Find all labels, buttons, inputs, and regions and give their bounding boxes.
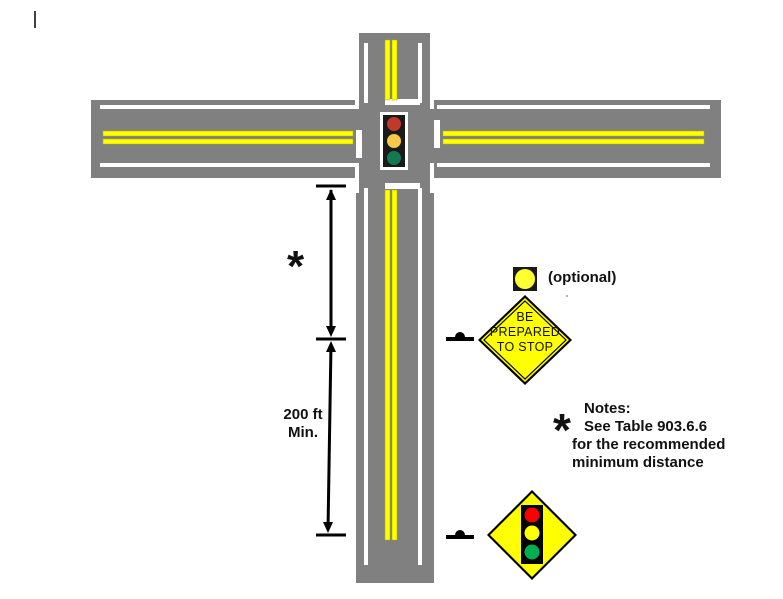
stray-dot — [566, 295, 568, 297]
sign-line-2: PREPARED — [489, 325, 561, 339]
text-cursor — [34, 11, 36, 28]
min-distance-suffix: Min. — [288, 424, 318, 441]
warning-diamond-sign-icon — [478, 295, 572, 385]
optional-label: (optional) — [548, 269, 617, 286]
notes-line-2: for the recommended — [572, 436, 726, 453]
dimension-line-lower — [316, 341, 346, 537]
sign-post-icon — [446, 332, 474, 341]
notes-line-3: minimum distance — [572, 454, 704, 471]
traffic-signal-icon — [380, 112, 408, 170]
sign-line-1: BE — [516, 310, 534, 324]
distance-asterisk: * — [287, 242, 305, 291]
prepared-to-stop-text: BE PREPARED TO STOP — [481, 310, 569, 355]
dimension-line-upper — [316, 184, 346, 341]
notes-line-1: See Table 903.6.6 — [584, 418, 708, 435]
notes-title: Notes: — [584, 400, 631, 417]
signal-ahead-sign-icon — [487, 490, 577, 580]
horizontal-lane-lines — [100, 33, 710, 193]
vertical-lane-lines — [356, 43, 440, 565]
vertical-center-line — [384, 39, 398, 541]
notes-asterisk: * — [553, 404, 571, 456]
sign-line-3: TO STOP — [496, 340, 554, 354]
notes-block: Notes: See Table 903.6.6 for the recomme… — [572, 400, 725, 472]
min-distance-label: 200 ft Min. — [268, 406, 338, 442]
min-distance-value: 200 ft — [283, 406, 323, 423]
flashing-beacon-icon — [513, 267, 537, 291]
sign-post-icon — [446, 530, 474, 539]
horizontal-center-line — [102, 130, 705, 145]
